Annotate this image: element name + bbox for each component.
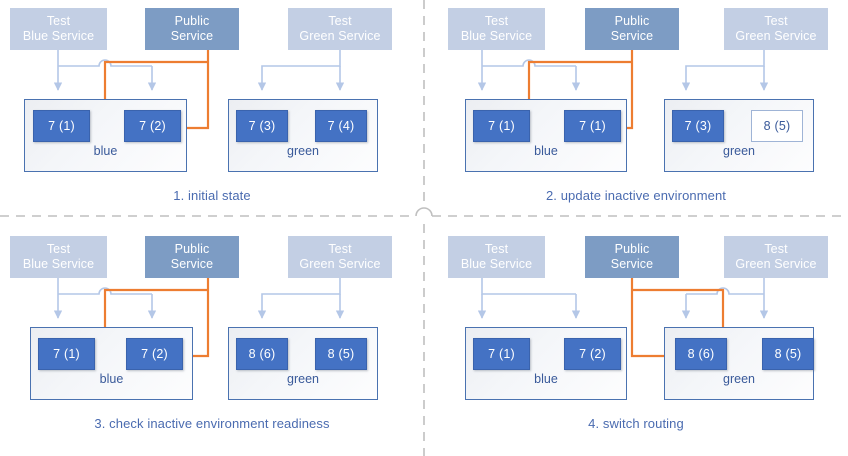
- environment-label: green: [287, 144, 319, 158]
- service-box-public-service[interactable]: Public Service: [145, 8, 239, 50]
- version-chip[interactable]: 7 (2): [124, 110, 181, 142]
- version-label: 7 (2): [139, 119, 166, 133]
- version-chip[interactable]: 8 (6): [675, 338, 727, 370]
- version-chip[interactable]: 7 (3): [236, 110, 288, 142]
- version-chip[interactable]: 8 (5): [751, 110, 803, 142]
- service-label: Test Green Service: [299, 14, 381, 43]
- version-label: 8 (5): [327, 347, 355, 361]
- panel-2: Test Blue Service Public Service Test Gr…: [424, 0, 848, 228]
- service-box-test-blue-service[interactable]: Test Blue Service: [448, 8, 545, 50]
- version-chip[interactable]: 7 (1): [473, 110, 530, 142]
- version-chip[interactable]: 8 (5): [762, 338, 814, 370]
- version-label: 7 (3): [248, 119, 276, 133]
- version-chip[interactable]: 7 (1): [33, 110, 90, 142]
- version-label: 7 (4): [327, 119, 355, 133]
- version-chip[interactable]: 7 (1): [38, 338, 95, 370]
- version-chip[interactable]: 7 (2): [564, 338, 621, 370]
- panel-caption: 1. initial state: [173, 188, 251, 203]
- version-chip[interactable]: 7 (2): [126, 338, 183, 370]
- version-label: 8 (6): [687, 347, 715, 361]
- panel-4: Test Blue Service Public Service Test Gr…: [424, 228, 848, 456]
- version-label: 8 (5): [774, 347, 802, 361]
- service-box-test-blue-service[interactable]: Test Blue Service: [448, 236, 545, 278]
- service-box-test-green-service[interactable]: Test Green Service: [288, 236, 392, 278]
- version-label: 7 (2): [579, 347, 606, 361]
- version-label: 7 (1): [488, 347, 515, 361]
- version-chip[interactable]: 7 (1): [564, 110, 621, 142]
- service-box-test-green-service[interactable]: Test Green Service: [288, 8, 392, 50]
- service-label: Test Blue Service: [22, 242, 95, 271]
- service-label: Test Green Service: [735, 14, 817, 43]
- panel-1: Test Blue Service Public Service Test Gr…: [0, 0, 424, 228]
- service-label: Public Service: [610, 242, 654, 271]
- version-label: 8 (5): [763, 119, 791, 133]
- environment-label: blue: [93, 144, 118, 158]
- service-box-test-blue-service[interactable]: Test Blue Service: [10, 236, 107, 278]
- version-label: 7 (3): [684, 119, 712, 133]
- version-chip[interactable]: 7 (3): [672, 110, 724, 142]
- service-label: Public Service: [610, 14, 654, 43]
- service-box-test-green-service[interactable]: Test Green Service: [724, 236, 828, 278]
- version-chip[interactable]: 8 (6): [236, 338, 288, 370]
- version-chip[interactable]: 7 (4): [315, 110, 367, 142]
- version-label: 7 (1): [488, 119, 515, 133]
- environment-label: green: [723, 372, 755, 386]
- service-box-public-service[interactable]: Public Service: [585, 236, 679, 278]
- service-label: Test Blue Service: [460, 242, 533, 271]
- version-label: 7 (1): [53, 347, 80, 361]
- service-label: Test Blue Service: [22, 14, 95, 43]
- service-label: Test Green Service: [299, 242, 381, 271]
- version-label: 8 (6): [248, 347, 276, 361]
- environment-label: green: [723, 144, 755, 158]
- version-label: 7 (1): [48, 119, 75, 133]
- service-box-test-green-service[interactable]: Test Green Service: [724, 8, 828, 50]
- environment-label: blue: [534, 372, 558, 386]
- environment-label: green: [287, 372, 319, 386]
- service-box-public-service[interactable]: Public Service: [585, 8, 679, 50]
- environment-label: blue: [534, 144, 558, 158]
- version-chip[interactable]: 8 (5): [315, 338, 367, 370]
- version-label: 7 (2): [141, 347, 168, 361]
- service-label: Public Service: [170, 242, 214, 271]
- environment-label: blue: [99, 372, 124, 386]
- panel-caption: 4. switch routing: [588, 416, 684, 431]
- version-chip[interactable]: 7 (1): [473, 338, 530, 370]
- version-label: 7 (1): [579, 119, 606, 133]
- service-label: Test Green Service: [735, 242, 817, 271]
- panel-3: Test Blue Service Public Service Test Gr…: [0, 228, 424, 456]
- service-label: Test Blue Service: [460, 14, 533, 43]
- service-box-public-service[interactable]: Public Service: [145, 236, 239, 278]
- panel-caption: 3. check inactive environment readiness: [94, 416, 330, 431]
- service-label: Public Service: [170, 14, 214, 43]
- panel-caption: 2. update inactive environment: [545, 188, 727, 203]
- service-box-test-blue-service[interactable]: Test Blue Service: [10, 8, 107, 50]
